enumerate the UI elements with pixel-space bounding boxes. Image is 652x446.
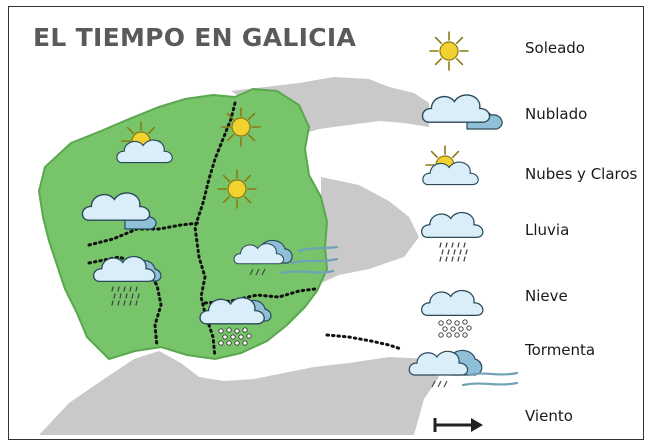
weather-map-panel: EL TIEMPO EN GALICIA Soleado Nublado Nub… <box>8 6 644 440</box>
legend-label-nubes-claros: Nubes y Claros <box>525 165 638 183</box>
legend-icon-sun <box>429 31 469 71</box>
legend-label-tormenta: Tormenta <box>525 341 596 359</box>
legend-label-nieve: Nieve <box>525 287 568 305</box>
galicia-map <box>37 31 519 435</box>
map-title: EL TIEMPO EN GALICIA <box>33 23 357 52</box>
map-icon-snow <box>199 297 272 346</box>
portugal-border <box>325 333 403 351</box>
map-icon-storm <box>233 239 339 276</box>
map-icon-sun-2 <box>217 169 257 209</box>
legend-icon-storm <box>408 349 519 388</box>
neighbor-land-portugal <box>39 351 439 435</box>
legend-label-lluvia: Lluvia <box>525 221 570 239</box>
map-icon-cloud <box>81 192 157 230</box>
galicia-land <box>37 87 329 361</box>
legend-label-viento: Viento <box>525 407 573 425</box>
legend-icon-rain <box>421 211 484 262</box>
neighbor-land-leon <box>321 177 419 283</box>
legend-icon-snow <box>421 289 484 338</box>
legend-icon-cloud <box>421 94 503 130</box>
legend-label-soleado: Soleado <box>525 39 585 57</box>
legend-icon-wind-arrow <box>433 418 483 432</box>
legend-icon-sun-cloud <box>422 145 479 186</box>
map-icon-rain <box>93 255 162 306</box>
legend-label-nublado: Nublado <box>525 105 588 123</box>
map-icon-sun-1 <box>221 107 261 147</box>
